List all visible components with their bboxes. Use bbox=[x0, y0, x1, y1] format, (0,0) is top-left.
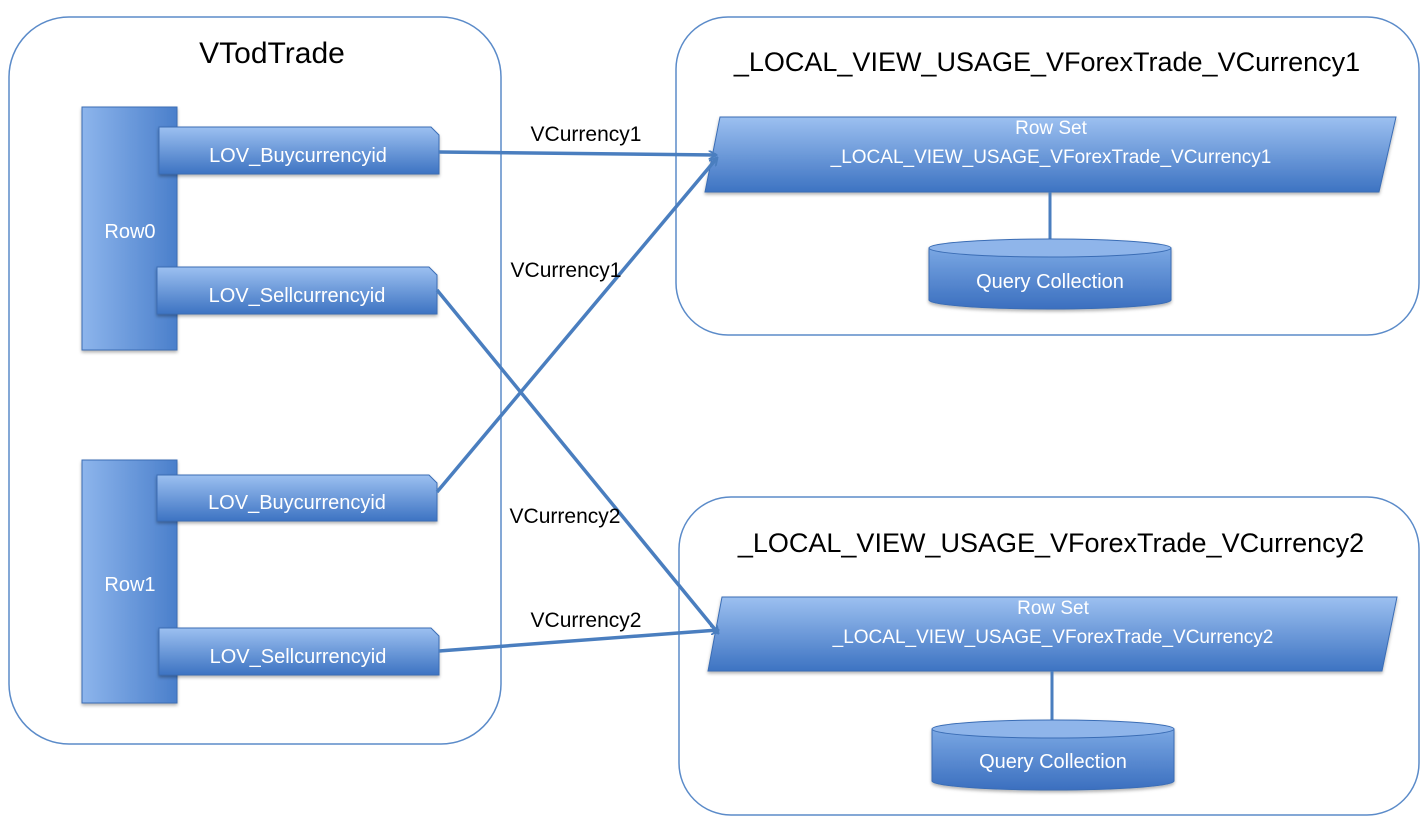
query-collection-cylinder-2: Query Collection bbox=[931, 719, 1175, 791]
attr-row0-buycurrencyid: LOV_Buycurrencyid bbox=[158, 126, 440, 175]
row1-label: Row1 bbox=[104, 574, 155, 596]
arrow-row1-buy-to-vcurrency1 bbox=[435, 158, 717, 494]
panel-target-vcurrency1-title: _LOCAL_VIEW_USAGE_VForexTrade_VCurrency1 bbox=[733, 47, 1360, 77]
attr-row1-sellcurrencyid: LOV_Sellcurrencyid bbox=[158, 627, 440, 676]
attr-row1-buy-label: LOV_Buycurrencyid bbox=[208, 492, 386, 514]
attr-row0-buy-label: LOV_Buycurrencyid bbox=[209, 145, 387, 167]
rowset-vcurrency2-line2: _LOCAL_VIEW_USAGE_VForexTrade_VCurrency2 bbox=[832, 627, 1274, 648]
attr-row1-sell-label: LOV_Sellcurrencyid bbox=[210, 646, 387, 668]
arrows bbox=[435, 150, 718, 653]
attr-row0-sellcurrencyid: LOV_Sellcurrencyid bbox=[156, 266, 438, 315]
arrow-row1-sell-to-vcurrency2 bbox=[438, 630, 718, 653]
query-collection-cylinder-1: Query Collection bbox=[928, 238, 1172, 310]
edge-label-row0-buy: VCurrency1 bbox=[531, 123, 642, 146]
query-collection-2-label: Query Collection bbox=[979, 751, 1127, 773]
query-collection-1-label: Query Collection bbox=[976, 271, 1124, 293]
row0-label: Row0 bbox=[104, 221, 155, 243]
edge-label-row1-buy: VCurrency1 bbox=[511, 259, 622, 282]
attr-row0-sell-label: LOV_Sellcurrencyid bbox=[209, 285, 386, 307]
rowset-vcurrency1-line1: Row Set bbox=[1015, 118, 1088, 139]
arrow-row0-sell-to-vcurrency2 bbox=[435, 288, 718, 633]
edge-label-row0-sell: VCurrency2 bbox=[510, 505, 621, 528]
rowset-vcurrency1-line2: _LOCAL_VIEW_USAGE_VForexTrade_VCurrency1 bbox=[830, 147, 1272, 168]
panel-target-vcurrency2-title: _LOCAL_VIEW_USAGE_VForexTrade_VCurrency2 bbox=[737, 528, 1364, 558]
rowset-vcurrency2: Row Set _LOCAL_VIEW_USAGE_VForexTrade_VC… bbox=[707, 596, 1398, 672]
panel-vtodtrade-title: VTodTrade bbox=[199, 37, 345, 70]
rowset-vcurrency1: Row Set _LOCAL_VIEW_USAGE_VForexTrade_VC… bbox=[704, 116, 1397, 193]
attr-row1-buycurrencyid: LOV_Buycurrencyid bbox=[156, 474, 438, 522]
edge-label-row1-sell: VCurrency2 bbox=[531, 609, 642, 632]
rowset-vcurrency2-line1: Row Set bbox=[1017, 598, 1090, 619]
arrow-row0-buy-to-vcurrency1 bbox=[438, 150, 716, 155]
